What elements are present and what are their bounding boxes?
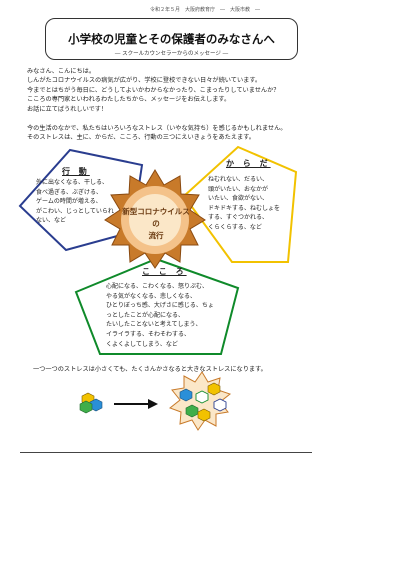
intro-line: しんがたコロナウイルスの病気が広がり、学校に登校できない日々が続いています。 [27, 77, 262, 85]
center-label: 新型コロナウイルス の 流行 [116, 206, 196, 242]
intro-line: こころの専門家といわれるわたしたちから、メッセージをお伝えします。 [27, 96, 231, 104]
action-line: ゲームの時間が増える、 [36, 198, 102, 206]
action-pentagon [18, 148, 144, 252]
mind-line: っとしたことが心配になる、 [106, 311, 185, 319]
mind-line: 心配になる、こわくなる、怒りぷむ、 [106, 283, 209, 290]
action-text: 外に出なくなる、干しる、 食べ過ぎる、ぶぎける、 ゲームの時間が増える、 がこわ… [36, 178, 114, 226]
mind-line: くよくよしてしまう、など [106, 340, 178, 348]
body-line: する、すぐつかれる、 [208, 214, 269, 222]
body-line: いたい、食欲がない、 [208, 195, 269, 203]
action-line: ない、など [36, 217, 67, 225]
center-label-line: 新型コロナウイルス [122, 207, 190, 216]
intro-line: 今の生活のなかで、私たちはいろいろなストレス（いやな気持ち）を感じるかもしれませ… [27, 125, 287, 133]
hexagon-cluster-small-icon [79, 392, 103, 414]
intro-line: 今までとはちがう毎日に、どうしてよいかわからなかったり、こまったりしていませんか… [27, 86, 280, 94]
header-meta: 令和２年５月 大阪府教育庁 ― 大阪市教 ― [150, 7, 261, 13]
action-line: 食べ過ぎる、ぶぎける、 [36, 188, 103, 196]
mind-line: イライラする、そわそわする、 [106, 330, 191, 338]
footer-note: 一つ一つのストレスは小さくても、たくさんかさなると大きなストレスになります。 [33, 366, 267, 373]
intro-line: そのストレスは、主に、からだ、こころ、行動の三つにえいきょうをあたえます。 [27, 134, 255, 142]
body-pentagon [182, 145, 298, 263]
intro-line: お話に立てばうれしいです！ [27, 105, 108, 113]
action-line: がこわい、じっとしていられ [36, 207, 114, 215]
center-label-line: 流行 [148, 231, 164, 240]
mind-title: こ こ ろ [142, 267, 187, 276]
body-title: か ら だ [226, 159, 271, 168]
mind-line: ひとりぼっち感、大げさに感じる、ちょ [106, 302, 214, 310]
body-line: ドキドキする、ねむしょを [208, 204, 281, 212]
title-box: 小学校の児童とその保護者のみなさんへ ― スクールカウンセラーからのメッセージ … [45, 18, 298, 60]
bottom-rule [20, 452, 312, 453]
body-text: ねむれない、だるい、 頭がいたい、おなかが いたい、食欲がない、 ドキドキする、… [208, 175, 280, 233]
mind-line: やる気がなくなる、悲しくなる、 [106, 292, 197, 300]
mind-pentagon [74, 257, 240, 355]
page-subtitle: ― スクールカウンセラーからのメッセージ ― [114, 51, 229, 57]
arrow-right-icon [114, 399, 158, 409]
center-core-light [129, 194, 181, 246]
action-title: 行 動 [62, 167, 90, 176]
mind-line: たいしたことないと考えてしまう、 [106, 321, 202, 329]
intro-line: みなさん、こんにちは。 [27, 68, 96, 75]
virus-burst-icon [168, 371, 232, 431]
body-line: ねむれない、だるい、 [208, 176, 269, 183]
action-line: 外に出なくなる、干しる、 [36, 179, 109, 186]
body-line: 頭がいたい、おなかが [208, 185, 269, 193]
page-title: 小学校の児童とその保護者のみなさんへ [68, 32, 275, 46]
mind-text: 心配になる、こわくなる、怒りぷむ、 やる気がなくなる、悲しくなる、 ひとりぼっち… [106, 282, 214, 349]
intro-text: みなさん、こんにちは。 しんがたコロナウイルスの病気が広がり、学校に登校できない… [27, 67, 327, 143]
center-label-line: の [152, 219, 160, 228]
body-line: くらくらする、など [208, 223, 262, 231]
